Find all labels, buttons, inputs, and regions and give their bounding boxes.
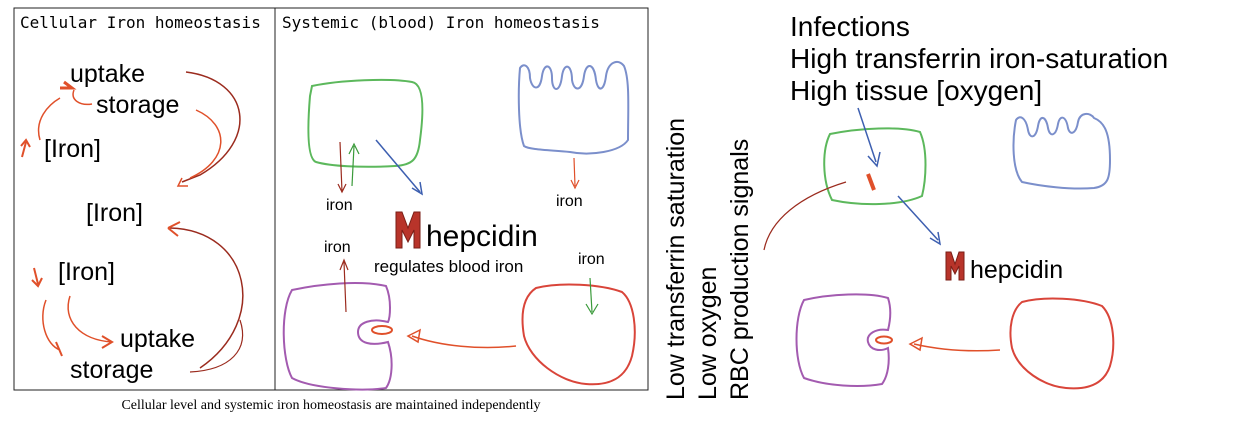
signal-low-transferrin: Low transferrin saturation	[662, 118, 690, 400]
right-liver-cell	[823, 127, 927, 206]
liver-iron-in-arrowhead	[348, 142, 360, 155]
tissue-iron-arrowhead	[570, 179, 580, 190]
macrophage-cell	[282, 282, 393, 391]
signal-high-transferrin: High transferrin iron-saturation	[790, 43, 1168, 74]
storage-return-arrow	[189, 319, 244, 373]
iron-to-uptake-bottom-arrow	[67, 295, 113, 343]
liver-iron-in-arrow	[351, 145, 355, 187]
iron-down-arrowhead	[31, 277, 43, 288]
cellular-uptake-top-label: uptake	[70, 60, 145, 88]
cellular-storage-bottom-label: storage	[70, 356, 153, 384]
macrophage-iron-out-arrowhead	[339, 258, 349, 271]
right-rbc-cell	[1009, 297, 1115, 390]
hepcidin-release-arrow	[375, 139, 421, 193]
signals-to-liver-arrow	[857, 107, 877, 163]
bottom-loop-arrow	[169, 227, 244, 369]
iron-down-arrow	[33, 267, 39, 285]
cellular-storage-top-label: storage	[96, 91, 179, 119]
bottom-loop-arrowhead	[167, 221, 181, 237]
iron-to-storage-arrow	[42, 299, 61, 351]
right-hepcidin-release-arrowhead	[929, 231, 942, 246]
right-macrophage-iron-blob	[875, 335, 893, 345]
signals-to-liver-curve	[763, 181, 847, 251]
uptake-to-storage-arrow	[72, 89, 93, 106]
tissue-cell	[517, 60, 630, 155]
tissue-iron-arrow	[573, 157, 576, 187]
storage-tick	[55, 341, 63, 357]
right-hepcidin-label: hepcidin	[970, 256, 1063, 284]
rbc-to-macrophage-arrow	[411, 335, 517, 349]
storage-loop-arrow	[189, 109, 222, 179]
systemic-panel-title: Systemic (blood) Iron homeostasis	[282, 13, 600, 32]
uptake-bottom-arrowhead	[101, 335, 114, 349]
hepcidin-release-arrowhead	[411, 181, 424, 196]
iron-to-uptake-arrow	[37, 97, 61, 141]
rbc-iron-arrowhead	[585, 303, 599, 316]
iron-up-arrowhead	[20, 138, 31, 148]
left-figure-frame	[13, 7, 649, 391]
cellular-uptake-bottom-label: uptake	[120, 325, 195, 353]
signal-low-oxygen: Low oxygen	[694, 267, 722, 400]
signal-high-tissue-oxygen: High tissue [oxygen]	[790, 75, 1042, 106]
right-rbc-to-macrophage-arrowhead	[908, 336, 923, 352]
cellular-iron-lower-label: [Iron]	[58, 258, 115, 286]
figure-caption: Cellular level and systemic iron homeost…	[121, 398, 540, 413]
liver-cell	[307, 78, 424, 168]
signal-infections: Infections	[790, 11, 910, 42]
hepcidin-icon	[395, 211, 421, 249]
macrophage-iron-label: iron	[324, 239, 351, 256]
rbc-iron-arrow	[589, 277, 593, 313]
loop-arrowhead	[176, 177, 188, 187]
macrophage-iron-out-arrow	[343, 261, 347, 313]
iron-up-arrow	[21, 141, 27, 158]
rbc-cell	[521, 283, 636, 386]
right-rbc-to-macrophage-arrow	[913, 343, 1001, 352]
hepcidin-label: hepcidin	[426, 220, 538, 253]
vertical-signals: Low transferrin saturation Low oxygen RB…	[662, 118, 754, 400]
top-loop-arrow	[181, 71, 241, 183]
rbc-iron-label: iron	[578, 251, 605, 268]
regulates-blood-iron-label: regulates blood iron	[374, 257, 523, 276]
liver-iron-label: iron	[326, 197, 353, 214]
right-liver-iron-mark	[866, 173, 876, 191]
right-tissue-cell	[1012, 112, 1112, 190]
liver-iron-out-arrowhead	[337, 183, 347, 194]
uptake-arrowhead	[60, 80, 77, 90]
rbc-to-macrophage-arrowhead	[406, 328, 421, 344]
signals-to-liver-arrowhead	[867, 151, 881, 168]
right-macrophage-cell	[795, 293, 892, 387]
tissue-iron-label: iron	[556, 193, 583, 210]
cellular-panel-title: Cellular Iron homeostasis	[20, 13, 261, 32]
signal-rbc-production: RBC production signals	[726, 139, 754, 400]
macrophage-iron-blob	[371, 325, 393, 335]
liver-iron-out-arrow	[339, 141, 343, 193]
cellular-iron-upper-label: [Iron]	[44, 135, 101, 163]
cellular-iron-middle-label: [Iron]	[86, 199, 143, 227]
right-hepcidin-icon	[945, 251, 965, 281]
right-hepcidin-release-arrow	[897, 195, 939, 241]
